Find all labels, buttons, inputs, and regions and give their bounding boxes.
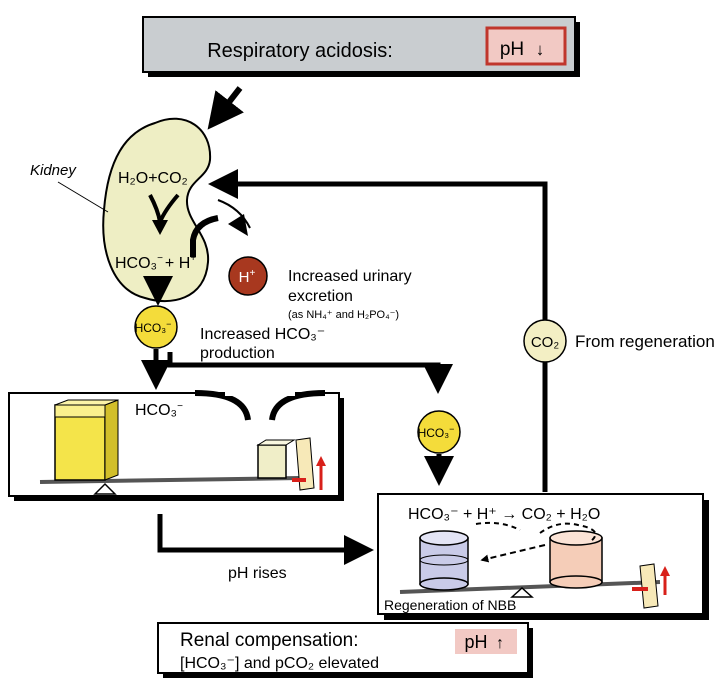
left-ph-strip — [295, 437, 315, 491]
footer-subtitle: [HCO₃⁻] and pCO₂ elevated — [180, 655, 379, 672]
ph-rises-arrow — [157, 514, 374, 565]
ph-rises-label: pH rises — [228, 565, 287, 582]
co2-label: CO₂ — [531, 334, 560, 351]
header-banner: Respiratory acidosis: pH ↓ — [142, 16, 580, 77]
kidney: Kidney H₂O+CO₂ HCO₃−+ H+ — [30, 117, 251, 306]
regeneration-caption: Regeneration of NBB — [384, 597, 516, 613]
excretion-line-1: Increased urinary — [288, 268, 412, 285]
dashed-transfer-arrow — [480, 544, 546, 563]
left-balance-fulcrum — [93, 482, 117, 495]
kidney-pointer-line — [57, 181, 109, 213]
right-ph-strip — [639, 563, 659, 609]
kidney-label: Kidney — [30, 162, 77, 179]
header-title: Respiratory acidosis: — [207, 40, 393, 62]
bicarbonate-to-right-node-arrow — [167, 352, 453, 394]
production-line-2: production — [200, 345, 275, 362]
co2-feedback-arrow — [208, 169, 548, 492]
regeneration-box: HCO₃⁻ + H⁺ → CO₂ + H₂O Regeneration of N… — [377, 493, 709, 620]
right-balance-fulcrum — [510, 586, 534, 598]
left-box-bicarbonate-label: HCO₃− — [135, 401, 183, 419]
header-ph-box — [485, 26, 567, 66]
bicarbonate-right-circle — [417, 410, 461, 454]
co2-caption: From regeneration — [575, 332, 715, 351]
footer-title: Renal compensation: — [180, 630, 359, 651]
bicarbonate-right-group: HCO₃− — [417, 410, 461, 486]
regeneration-equation: HCO₃⁻ + H⁺ → CO₂ + H₂O — [408, 506, 600, 523]
h-ion-circle — [228, 256, 268, 296]
header-ph-label: pH — [500, 39, 524, 60]
left-small-cube — [257, 444, 287, 479]
header-to-kidney-arrow — [207, 86, 244, 130]
excretion-arrow-head — [228, 214, 248, 236]
h-ion-group: H+ Increased urinary excretion (as NH₄⁺ … — [228, 256, 412, 321]
footer-banner: Renal compensation: [HCO₃⁻] and pCO₂ ele… — [157, 622, 533, 678]
co2-circle — [523, 319, 567, 363]
right-red-up-arrow-icon — [660, 566, 670, 576]
header-ph-down-arrow-icon: ↓ — [536, 40, 545, 59]
kidney-reaction-bottom: HCO₃−+ H+ — [115, 253, 196, 272]
left-red-up-arrow-icon — [316, 456, 326, 466]
footer-ph-up-arrow-icon: ↑ — [496, 635, 504, 652]
h-ion-label: H+ — [239, 268, 256, 286]
kidney-reaction-top: H₂O+CO₂ — [118, 170, 188, 187]
co2-regeneration-group: CO₂ From regeneration — [208, 169, 715, 492]
footer-ph-box — [455, 629, 517, 654]
excretion-line-2: excretion — [288, 288, 353, 305]
production-line-1: Increased HCO₃⁻ — [200, 326, 325, 343]
excretion-line-3: (as NH₄⁺ and H₂PO₄⁻) — [288, 309, 399, 321]
left-balance-box: HCO₃− — [8, 388, 344, 501]
bicarbonate-right-label: HCO₃− — [418, 424, 455, 440]
bicarbonate-label: HCO₃− — [135, 319, 172, 335]
bicarbonate-production-group: HCO₃− Increased HCO₃⁻ production — [134, 305, 453, 394]
footer-ph-label: pH — [464, 632, 487, 652]
dashed-loop-arrow — [539, 522, 597, 543]
bicarbonate-circle — [134, 305, 178, 349]
left-balance-beam — [39, 476, 301, 484]
